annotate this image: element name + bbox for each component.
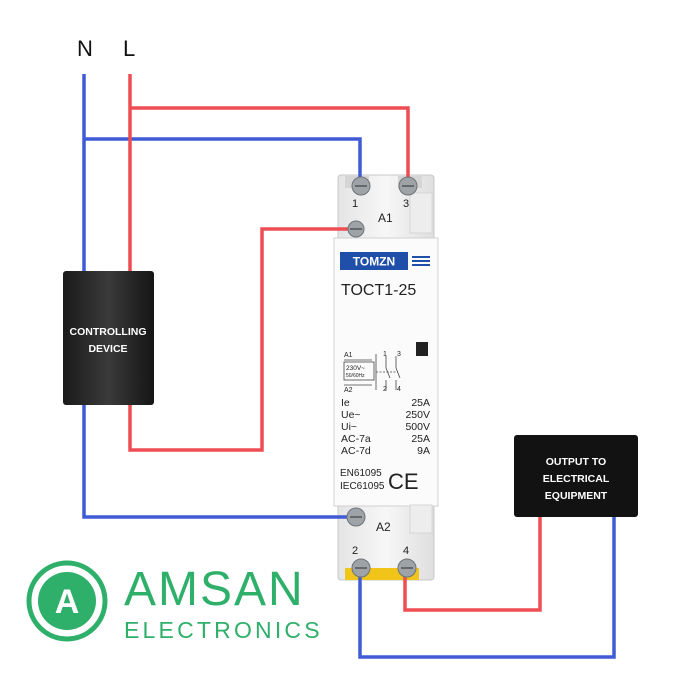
- spec-value: 25A: [411, 433, 430, 445]
- output-box-line1: OUTPUT TO: [546, 456, 606, 468]
- coil-a1-label: A1: [378, 211, 393, 225]
- coil-a1-screw: [347, 220, 365, 238]
- terminal-3-label: 3: [403, 198, 409, 210]
- output-box-line3: EQUIPMENT: [545, 490, 608, 502]
- spec-label: Ie: [341, 397, 350, 409]
- output-wire-terminal-4: [403, 517, 542, 612]
- schematic-frequency: 50/60Hz: [346, 373, 365, 379]
- controlling-device-line1: CONTROLLING: [70, 326, 147, 338]
- spec-label: AC-7d: [341, 445, 371, 457]
- controlling-device-line2: DEVICE: [88, 343, 127, 355]
- spec-value: 25A: [411, 397, 430, 409]
- spec-label: AC-7a: [341, 433, 371, 445]
- terminal-2-label: 2: [352, 545, 358, 557]
- spec-value: 500V: [405, 421, 430, 433]
- status-window: [416, 342, 428, 356]
- model-number: TOCT1-25: [341, 282, 416, 299]
- terminal-4-label: 4: [403, 545, 409, 557]
- screw-terminals: [346, 176, 418, 578]
- neutral-wire-main: [82, 74, 360, 519]
- neutral-label: N: [77, 36, 93, 61]
- schematic-coil-voltage: 230V~: [346, 365, 365, 372]
- coil-a2-label: A2: [376, 520, 391, 534]
- spec-value: 250V: [405, 409, 430, 421]
- coil-a2-screw: [346, 507, 366, 527]
- logo-tagline: ELECTRONICS: [124, 617, 323, 643]
- amsan-logo-icon: A: [26, 560, 108, 642]
- ce-mark: CE: [388, 469, 419, 494]
- line-label: L: [123, 36, 136, 61]
- brand-plate: [340, 252, 408, 270]
- schematic-t2: 2: [383, 386, 387, 393]
- schematic-t1: 1: [383, 351, 387, 358]
- brand-name: TOMZN: [353, 255, 395, 269]
- spec-value: 9A: [417, 445, 430, 457]
- terminal-4-screw: [397, 558, 417, 578]
- controlling-device-box: CONTROLLING DEVICE: [63, 271, 154, 405]
- schematic-a1: A1: [344, 352, 353, 359]
- standard-en: EN61095: [340, 468, 382, 479]
- schematic-t3: 3: [397, 351, 401, 358]
- output-equipment-box: OUTPUT TO ELECTRICAL EQUIPMENT: [514, 435, 638, 517]
- schematic-a2: A2: [344, 387, 353, 394]
- logo-name: AMSAN: [124, 563, 305, 616]
- terminal-1-label: 1: [352, 198, 358, 210]
- contactor-schematic: [343, 354, 401, 390]
- schematic-t4: 4: [397, 386, 401, 393]
- terminal-2-screw: [351, 558, 371, 578]
- spec-label: Ue~: [341, 409, 361, 421]
- standard-iec: IEC61095: [340, 481, 385, 492]
- spec-label: Ui~: [341, 421, 357, 433]
- contactor: TOMZN TOCT1-25 A1 230V~ 50/60Hz A2 1 3 2…: [333, 174, 439, 581]
- output-wire-terminal-2: [358, 517, 616, 659]
- logo-mark-letter: A: [55, 583, 80, 621]
- output-box-line2: ELECTRICAL: [543, 473, 610, 485]
- terminal-1-screw: [351, 176, 371, 196]
- line-wire-main: [128, 74, 360, 452]
- line-wire-to-terminal-3: [130, 106, 410, 186]
- terminal-3-screw: [398, 176, 418, 196]
- neutral-wire-to-terminal-1: [84, 137, 362, 186]
- spec-table: Ie 25A Ue~ 250V Ui~ 500V AC-7a 25A AC-7d 9A: [341, 397, 430, 457]
